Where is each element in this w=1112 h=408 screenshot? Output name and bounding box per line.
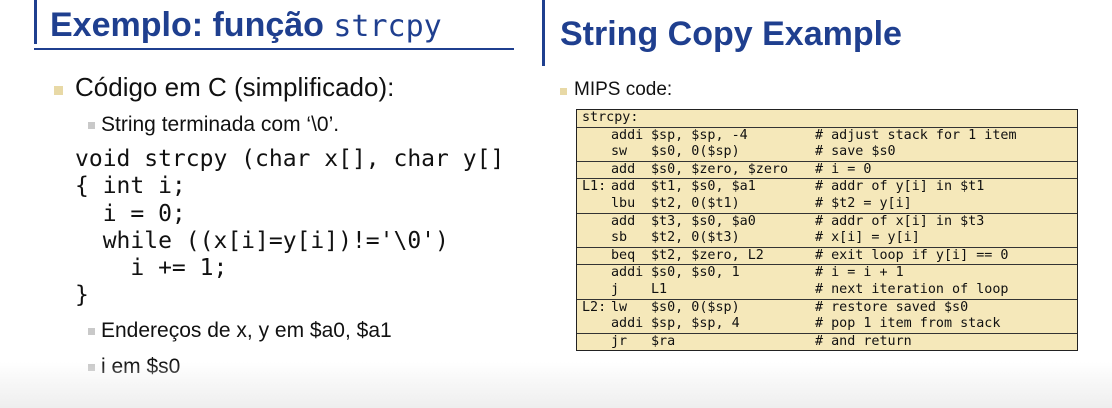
- mips-label: strcpy:: [582, 110, 639, 125]
- bullet-mips-code: MIPS code:: [574, 79, 673, 100]
- title-accent-bar: [34, 0, 37, 44]
- mips-comment: # pop 1 item from stack: [815, 316, 1001, 332]
- mips-opcode: jr: [611, 333, 628, 349]
- mips-code-row: jr $ra # and return: [577, 332, 1077, 351]
- mips-code-row: addi $sp, $sp, 4 # pop 1 item from stack: [577, 316, 1077, 333]
- mips-opcode: lw: [611, 299, 628, 315]
- c-code-line: i = 0;: [75, 200, 186, 227]
- left-slide: Exemplo: função strcpy Código em C (simp…: [0, 0, 520, 408]
- bullet-marker: [54, 86, 63, 95]
- mips-comment: # addr of x[i] in $t3: [815, 213, 985, 229]
- mips-label: [577, 196, 611, 213]
- mips-comment: # next iteration of loop: [815, 281, 1009, 297]
- mips-comment: # exit loop if y[i] == 0: [815, 247, 1009, 263]
- mips-code-row: L1:add $t1, $s0, $a1 # addr of y[i] in $t1: [577, 178, 1077, 196]
- mips-code-table: strcpy: addi $sp, $sp, -4 # adjust stack fo…: [576, 109, 1078, 352]
- mips-code-row: L2:lw $s0, 0($sp) # restore saved $s0: [577, 298, 1077, 317]
- mips-comment: # adjust stack for 1 item: [815, 127, 1017, 143]
- mips-opcode: add: [611, 161, 636, 177]
- bullet-marker: [560, 88, 567, 95]
- mips-label: [577, 316, 611, 333]
- left-slide-title: Exemplo: função strcpy: [50, 8, 442, 42]
- mips-operands: $sp, $sp, 4: [651, 316, 740, 332]
- mips-operands: $t2, $zero, L2: [651, 247, 764, 263]
- mips-comment: # restore saved $s0: [815, 299, 969, 315]
- mips-comment: # $t2 = y[i]: [815, 195, 912, 211]
- mips-code-row: strcpy:: [577, 110, 1077, 127]
- mips-opcode: lbu: [611, 195, 636, 211]
- mips-comment: # x[i] = y[i]: [815, 230, 920, 246]
- sub-bullet-addresses: Endereços de x, y em $a0, $a1: [101, 319, 392, 342]
- mips-label: [577, 230, 611, 247]
- mips-label: [577, 334, 611, 351]
- bullet-c-code: Código em C (simplificado):: [75, 72, 395, 102]
- c-code-block: void strcpy (char x[], char y[]{ int i; …: [75, 146, 504, 310]
- mips-code-row: add $t3, $s0, $a0 # addr of x[i] in $t3: [577, 212, 1077, 231]
- mips-label: [577, 265, 611, 282]
- mips-operands: $s0, 0($sp): [651, 299, 740, 315]
- c-code-line: }: [75, 282, 89, 309]
- mips-comment: # and return: [815, 333, 912, 349]
- mips-code-row: sw $s0, 0($sp) # save $s0: [577, 144, 1077, 161]
- mips-opcode: addi: [611, 316, 644, 332]
- title-underline: [34, 48, 514, 50]
- mips-code-row: addi $sp, $sp, -4 # adjust stack for 1 ite…: [577, 126, 1077, 145]
- mips-label: L2:: [582, 299, 607, 315]
- c-code-line: { int i;: [75, 173, 186, 200]
- sub-bullet-string-terminated: String terminada com ‘\0’.: [101, 113, 340, 136]
- mips-code-row: sb $t2, 0($t3) # x[i] = y[i]: [577, 230, 1077, 247]
- title-accent-bar: [542, 0, 545, 66]
- mips-opcode: sw: [611, 144, 628, 160]
- mips-label: [577, 128, 611, 145]
- mips-label: [577, 248, 611, 265]
- mips-opcode: add: [611, 179, 636, 195]
- bottom-shadow: [520, 362, 1112, 408]
- mips-operands: $t2, 0($t1): [651, 195, 740, 211]
- mips-operands: $s0, 0($sp): [651, 144, 740, 160]
- mips-label: [577, 282, 611, 299]
- mips-opcode: addi: [611, 127, 644, 143]
- title-text: Exemplo: função: [50, 6, 334, 44]
- mips-comment: # save $s0: [815, 144, 896, 160]
- mips-label: [577, 144, 611, 161]
- mips-code-row: add $s0, $zero, $zero # i = 0: [577, 160, 1077, 179]
- c-code-line: i += 1;: [75, 255, 228, 282]
- sub-bullet-marker: [88, 328, 95, 335]
- sub-bullet-marker: [88, 122, 95, 129]
- mips-operands: $ra: [651, 333, 676, 349]
- mips-operands: $s0, $zero, $zero: [651, 161, 789, 177]
- right-slide: String Copy Example MIPS code: strcpy:ad…: [520, 0, 1112, 408]
- mips-label: [577, 214, 611, 231]
- mips-operands: $sp, $sp, -4: [651, 127, 748, 143]
- mips-code-row: beq $t2, $zero, L2 # exit loop if y[i] == …: [577, 246, 1077, 265]
- title-code: strcpy: [333, 9, 442, 44]
- mips-code-row: addi $s0, $s0, 1 # i = i + 1: [577, 264, 1077, 282]
- mips-opcode: add: [611, 213, 636, 229]
- mips-opcode: beq: [611, 247, 636, 263]
- mips-operands: $s0, $s0, 1: [651, 265, 740, 281]
- mips-code-row: j L1 # next iteration of loop: [577, 282, 1077, 299]
- mips-label: [577, 162, 611, 179]
- c-code-line: while ((x[i]=y[i])!='\0'): [75, 227, 449, 254]
- mips-opcode: j: [611, 281, 620, 297]
- mips-operands: $t3, $s0, $a0: [651, 213, 756, 229]
- mips-comment: # addr of y[i] in $t1: [815, 179, 985, 195]
- mips-opcode: sb: [611, 230, 628, 246]
- mips-operands: $t1, $s0, $a1: [651, 179, 756, 195]
- mips-comment: # i = 0: [815, 161, 872, 177]
- c-code-line: void strcpy (char x[], char y[]: [75, 146, 505, 172]
- mips-label: L1:: [582, 179, 607, 195]
- mips-opcode: addi: [611, 265, 644, 281]
- mips-operands: L1: [651, 281, 668, 297]
- mips-code-row: lbu $t2, 0($t1) # $t2 = y[i]: [577, 196, 1077, 213]
- mips-comment: # i = i + 1: [815, 265, 904, 281]
- bottom-shadow: [0, 362, 520, 408]
- mips-operands: $t2, 0($t3): [651, 230, 740, 246]
- right-slide-title: String Copy Example: [560, 15, 902, 53]
